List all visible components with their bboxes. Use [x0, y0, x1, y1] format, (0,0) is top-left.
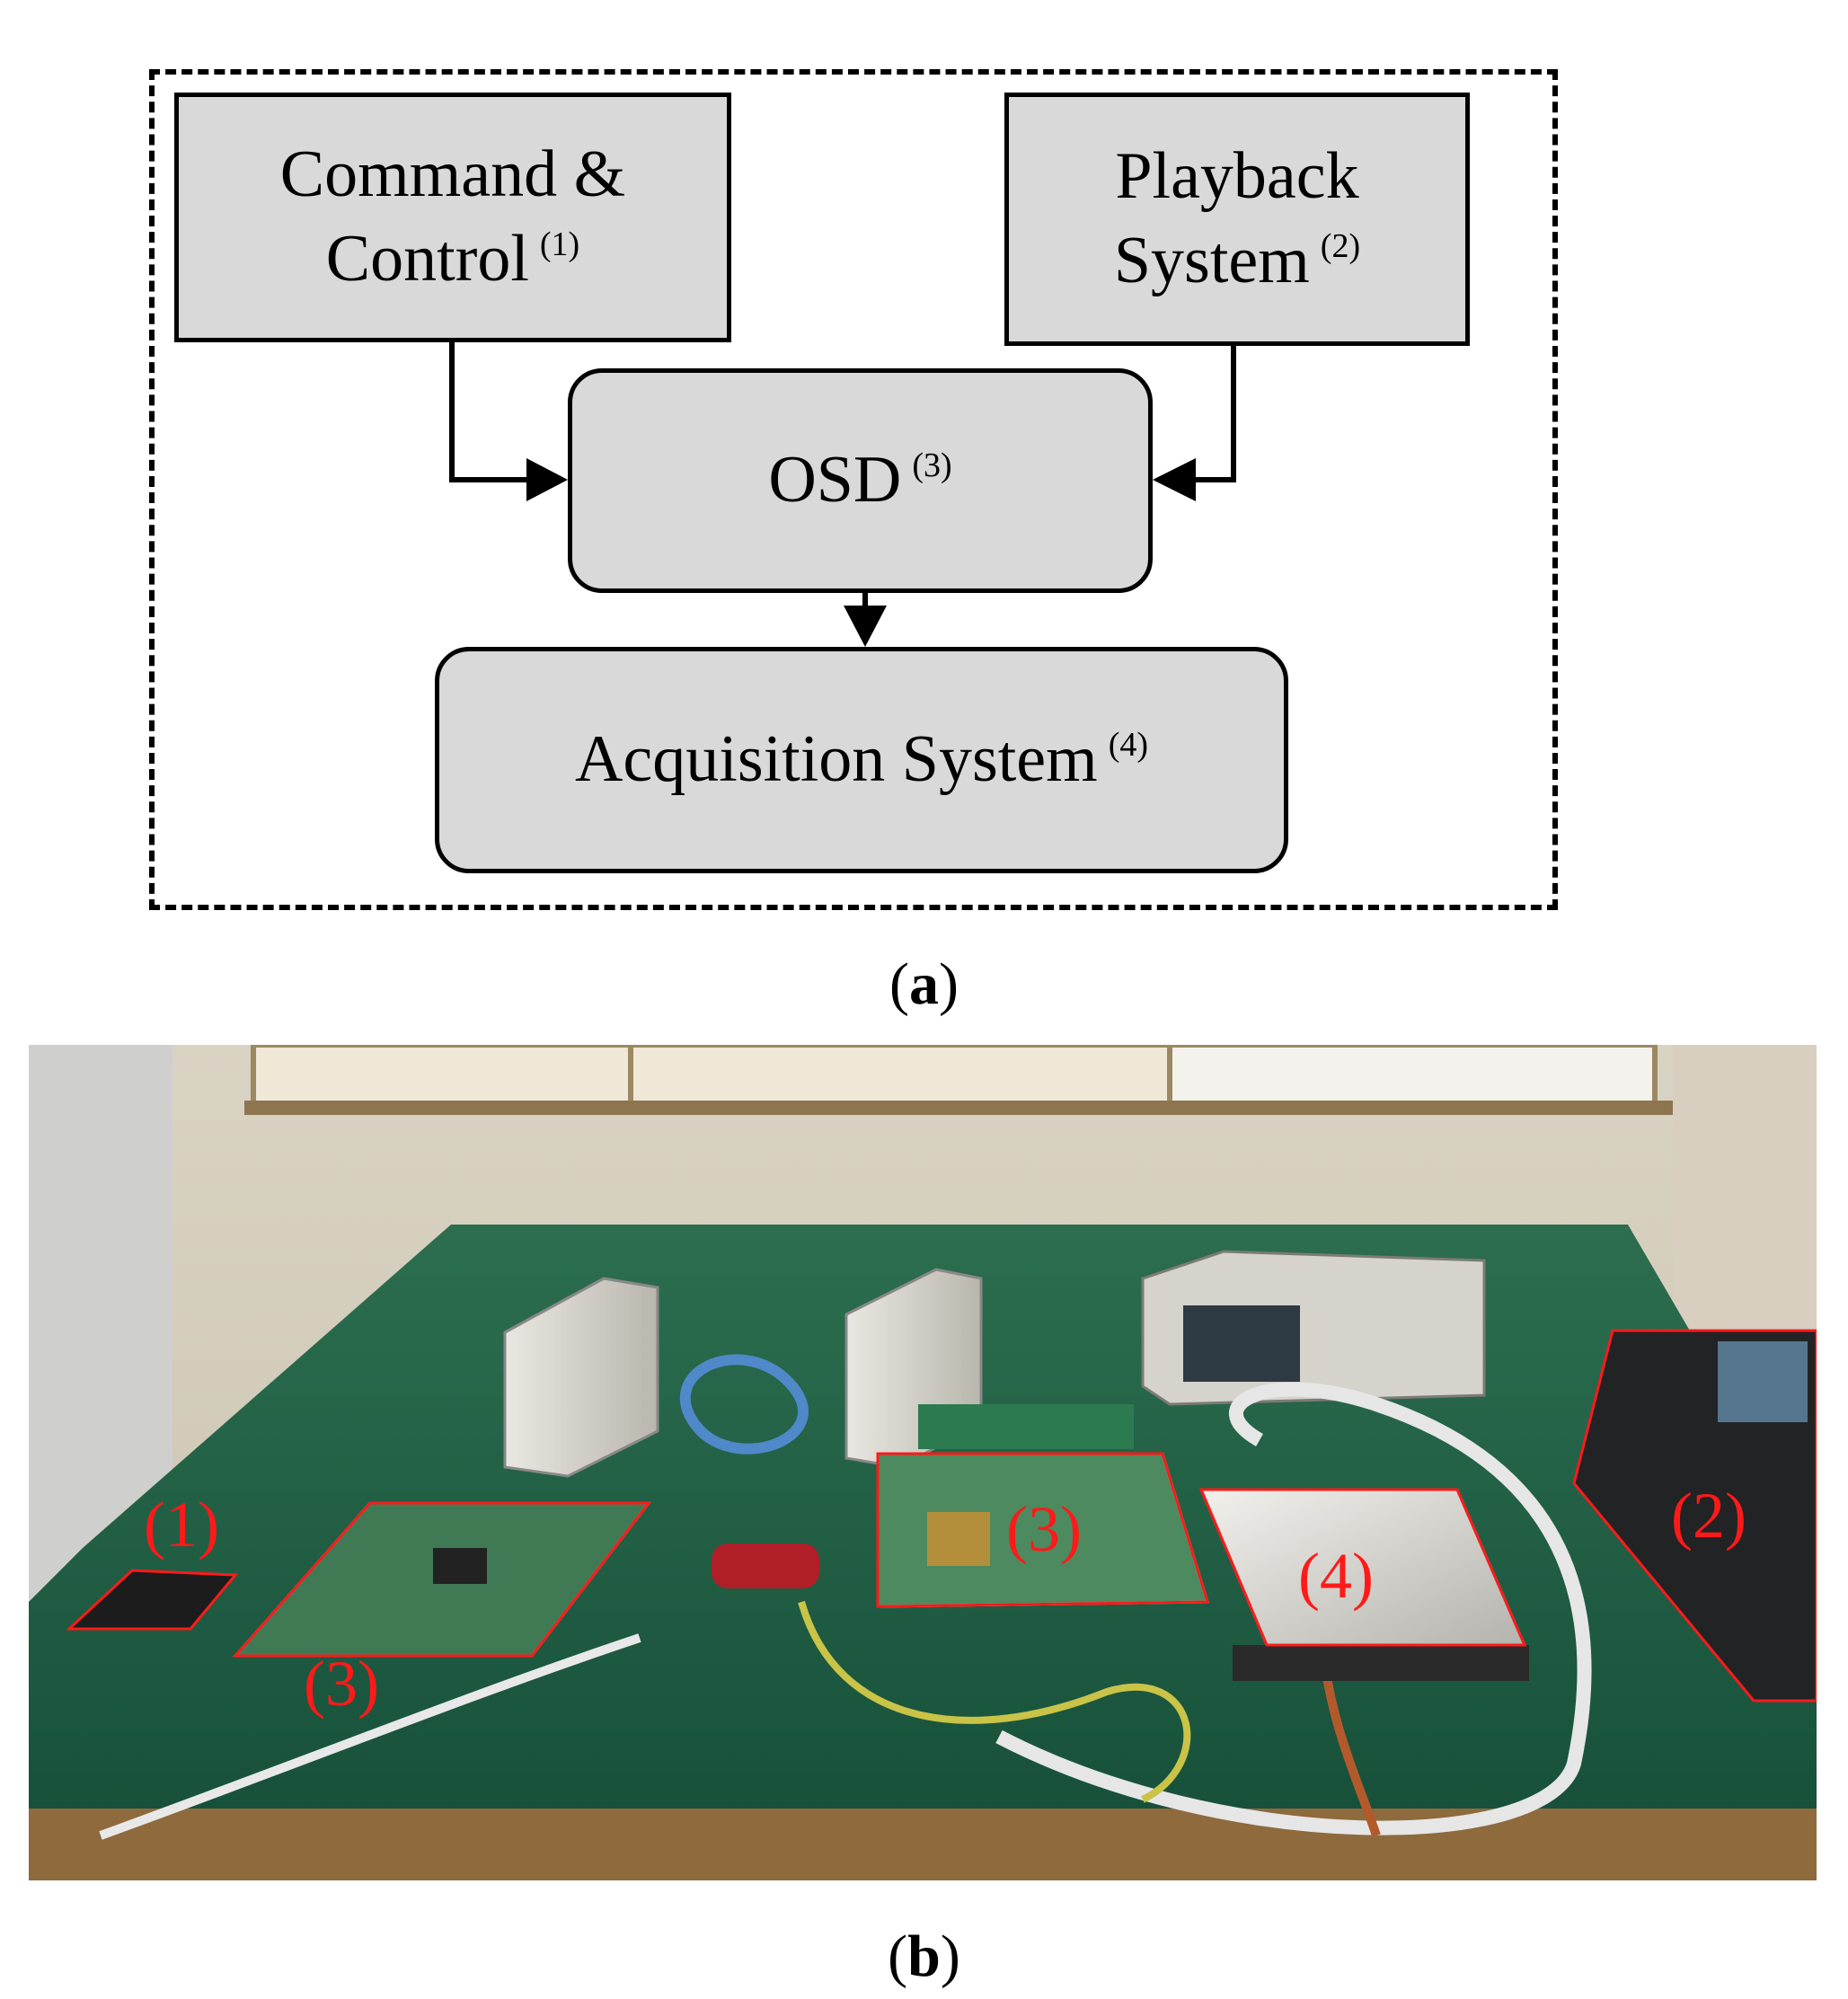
marker-outline-3-right	[876, 1452, 1210, 1608]
arrowhead-command-to-osd	[526, 458, 568, 501]
photo-shelf-panel-1	[251, 1045, 633, 1110]
photo-shelf-panel-3	[1167, 1045, 1658, 1110]
edge-command-to-osd	[449, 342, 528, 482]
node-osd: OSD (3)	[568, 368, 1153, 593]
marker-label-3-right: (3)	[1006, 1493, 1082, 1565]
caption-a: (a)	[0, 951, 1848, 1019]
photo-cable-yellow	[798, 1600, 1191, 1803]
node-osd-label: OSD	[768, 443, 902, 517]
diagram-connectors	[449, 342, 1236, 647]
marker-outline-4	[1198, 1488, 1527, 1647]
caption-a-close: )	[939, 951, 959, 1017]
node-playback-line2: System	[1113, 224, 1310, 297]
photo-playback-rack	[1574, 1331, 1817, 1701]
caption-a-letter: a	[909, 951, 939, 1017]
photo-cable-white-left	[99, 1633, 641, 1840]
node-acquisition-label: Acquisition System	[574, 722, 1098, 797]
arrowhead-playback-to-osd	[1153, 458, 1196, 501]
test-bench-photo: (1) (2) (3) (3) (4)	[29, 1045, 1817, 1880]
caption-b-letter: b	[907, 1924, 941, 1989]
photo-display-board	[918, 1404, 1134, 1449]
node-playback-line1: Playback	[1115, 139, 1359, 214]
photo-power-supply-1	[503, 1277, 659, 1478]
marker-outline-3-left	[232, 1501, 652, 1658]
node-command-control-line2: Control	[325, 222, 529, 296]
photo-pcb-left-chip	[433, 1548, 487, 1584]
caption-a-open: (	[889, 951, 909, 1017]
photo-bench-edge	[29, 1809, 1817, 1880]
marker-label-1: (1)	[144, 1489, 219, 1561]
arrowhead-osd-to-acquisition	[844, 606, 887, 647]
photo-acquisition-base	[1233, 1645, 1529, 1681]
photo-command-box	[69, 1570, 235, 1629]
marker-label-4: (4)	[1298, 1540, 1374, 1612]
marker-outline-2	[1572, 1329, 1817, 1703]
caption-b: (b)	[0, 1923, 1848, 1991]
photo-red-adapter	[712, 1543, 819, 1588]
photo-shelf-rail	[244, 1101, 1682, 1115]
node-playback-system: Playback System (2)	[1004, 93, 1470, 346]
marker-label-2: (2)	[1671, 1480, 1746, 1552]
edge-playback-to-osd	[1193, 346, 1236, 482]
node-acquisition-system: Acquisition System (4)	[435, 647, 1288, 873]
node-playback-ref: (2)	[1320, 226, 1361, 265]
marker-label-3-left: (3)	[304, 1648, 379, 1720]
photo-oscilloscope-screen	[1183, 1305, 1300, 1382]
node-acquisition-ref: (4)	[1108, 725, 1149, 764]
node-command-control-ref: (1)	[539, 225, 580, 263]
node-command-control: Command & Control (1)	[174, 93, 731, 342]
photo-pcb-center-chip	[927, 1512, 990, 1566]
caption-b-close: )	[940, 1924, 960, 1989]
photo-playback-rack-panel	[1718, 1341, 1808, 1422]
photo-cable-blue	[679, 1354, 809, 1455]
node-command-control-line1: Command &	[279, 137, 626, 212]
node-osd-ref: (3)	[912, 446, 952, 484]
marker-outline-1	[66, 1569, 239, 1631]
system-boundary	[149, 69, 1558, 910]
photo-shelf-panel-2	[628, 1045, 1172, 1110]
photo-cable-white	[995, 1382, 1592, 1835]
caption-b-open: (	[888, 1924, 908, 1989]
